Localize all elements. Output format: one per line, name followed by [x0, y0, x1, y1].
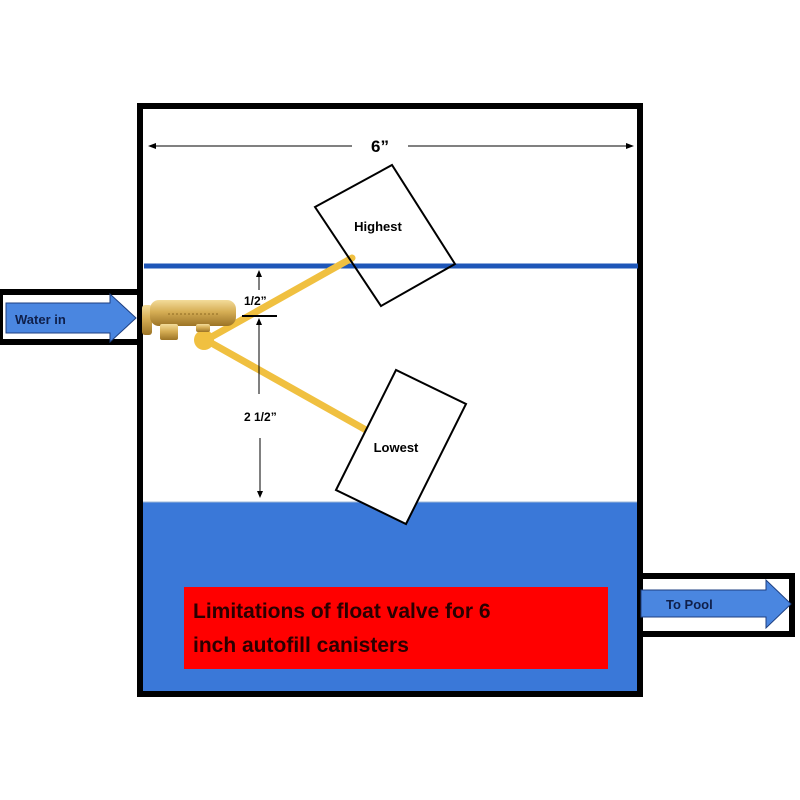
- width-label: 6”: [371, 137, 389, 156]
- inlet-pipe: Water in: [0, 289, 143, 345]
- float-arms: [194, 254, 370, 434]
- dim-upper-label: 1/2”: [244, 294, 267, 308]
- dim-lower-label: 2 1/2”: [244, 410, 277, 424]
- float-lowest: Lowest: [334, 368, 468, 526]
- vertical-dimensions: 1/2” 2 1/2”: [242, 270, 277, 498]
- width-dimension: 6”: [148, 137, 634, 156]
- float-highest: Highest: [313, 163, 457, 308]
- title-line-1: Limitations of float valve for 6: [193, 600, 491, 623]
- float-lowest-label: Lowest: [374, 440, 419, 455]
- inlet-label: Water in: [15, 312, 66, 327]
- outlet-pipe: To Pool: [637, 573, 795, 637]
- float-highest-label: Highest: [354, 219, 402, 234]
- outlet-arrow: [640, 578, 792, 630]
- canister-outline: [137, 103, 643, 697]
- title-line-2: inch autofill canisters: [193, 634, 409, 657]
- outlet-label: To Pool: [666, 597, 713, 612]
- brass-valve-icon: [142, 300, 236, 340]
- inlet-arrow: [5, 292, 137, 344]
- title-box: Limitations of float valve for 6 inch au…: [184, 587, 608, 669]
